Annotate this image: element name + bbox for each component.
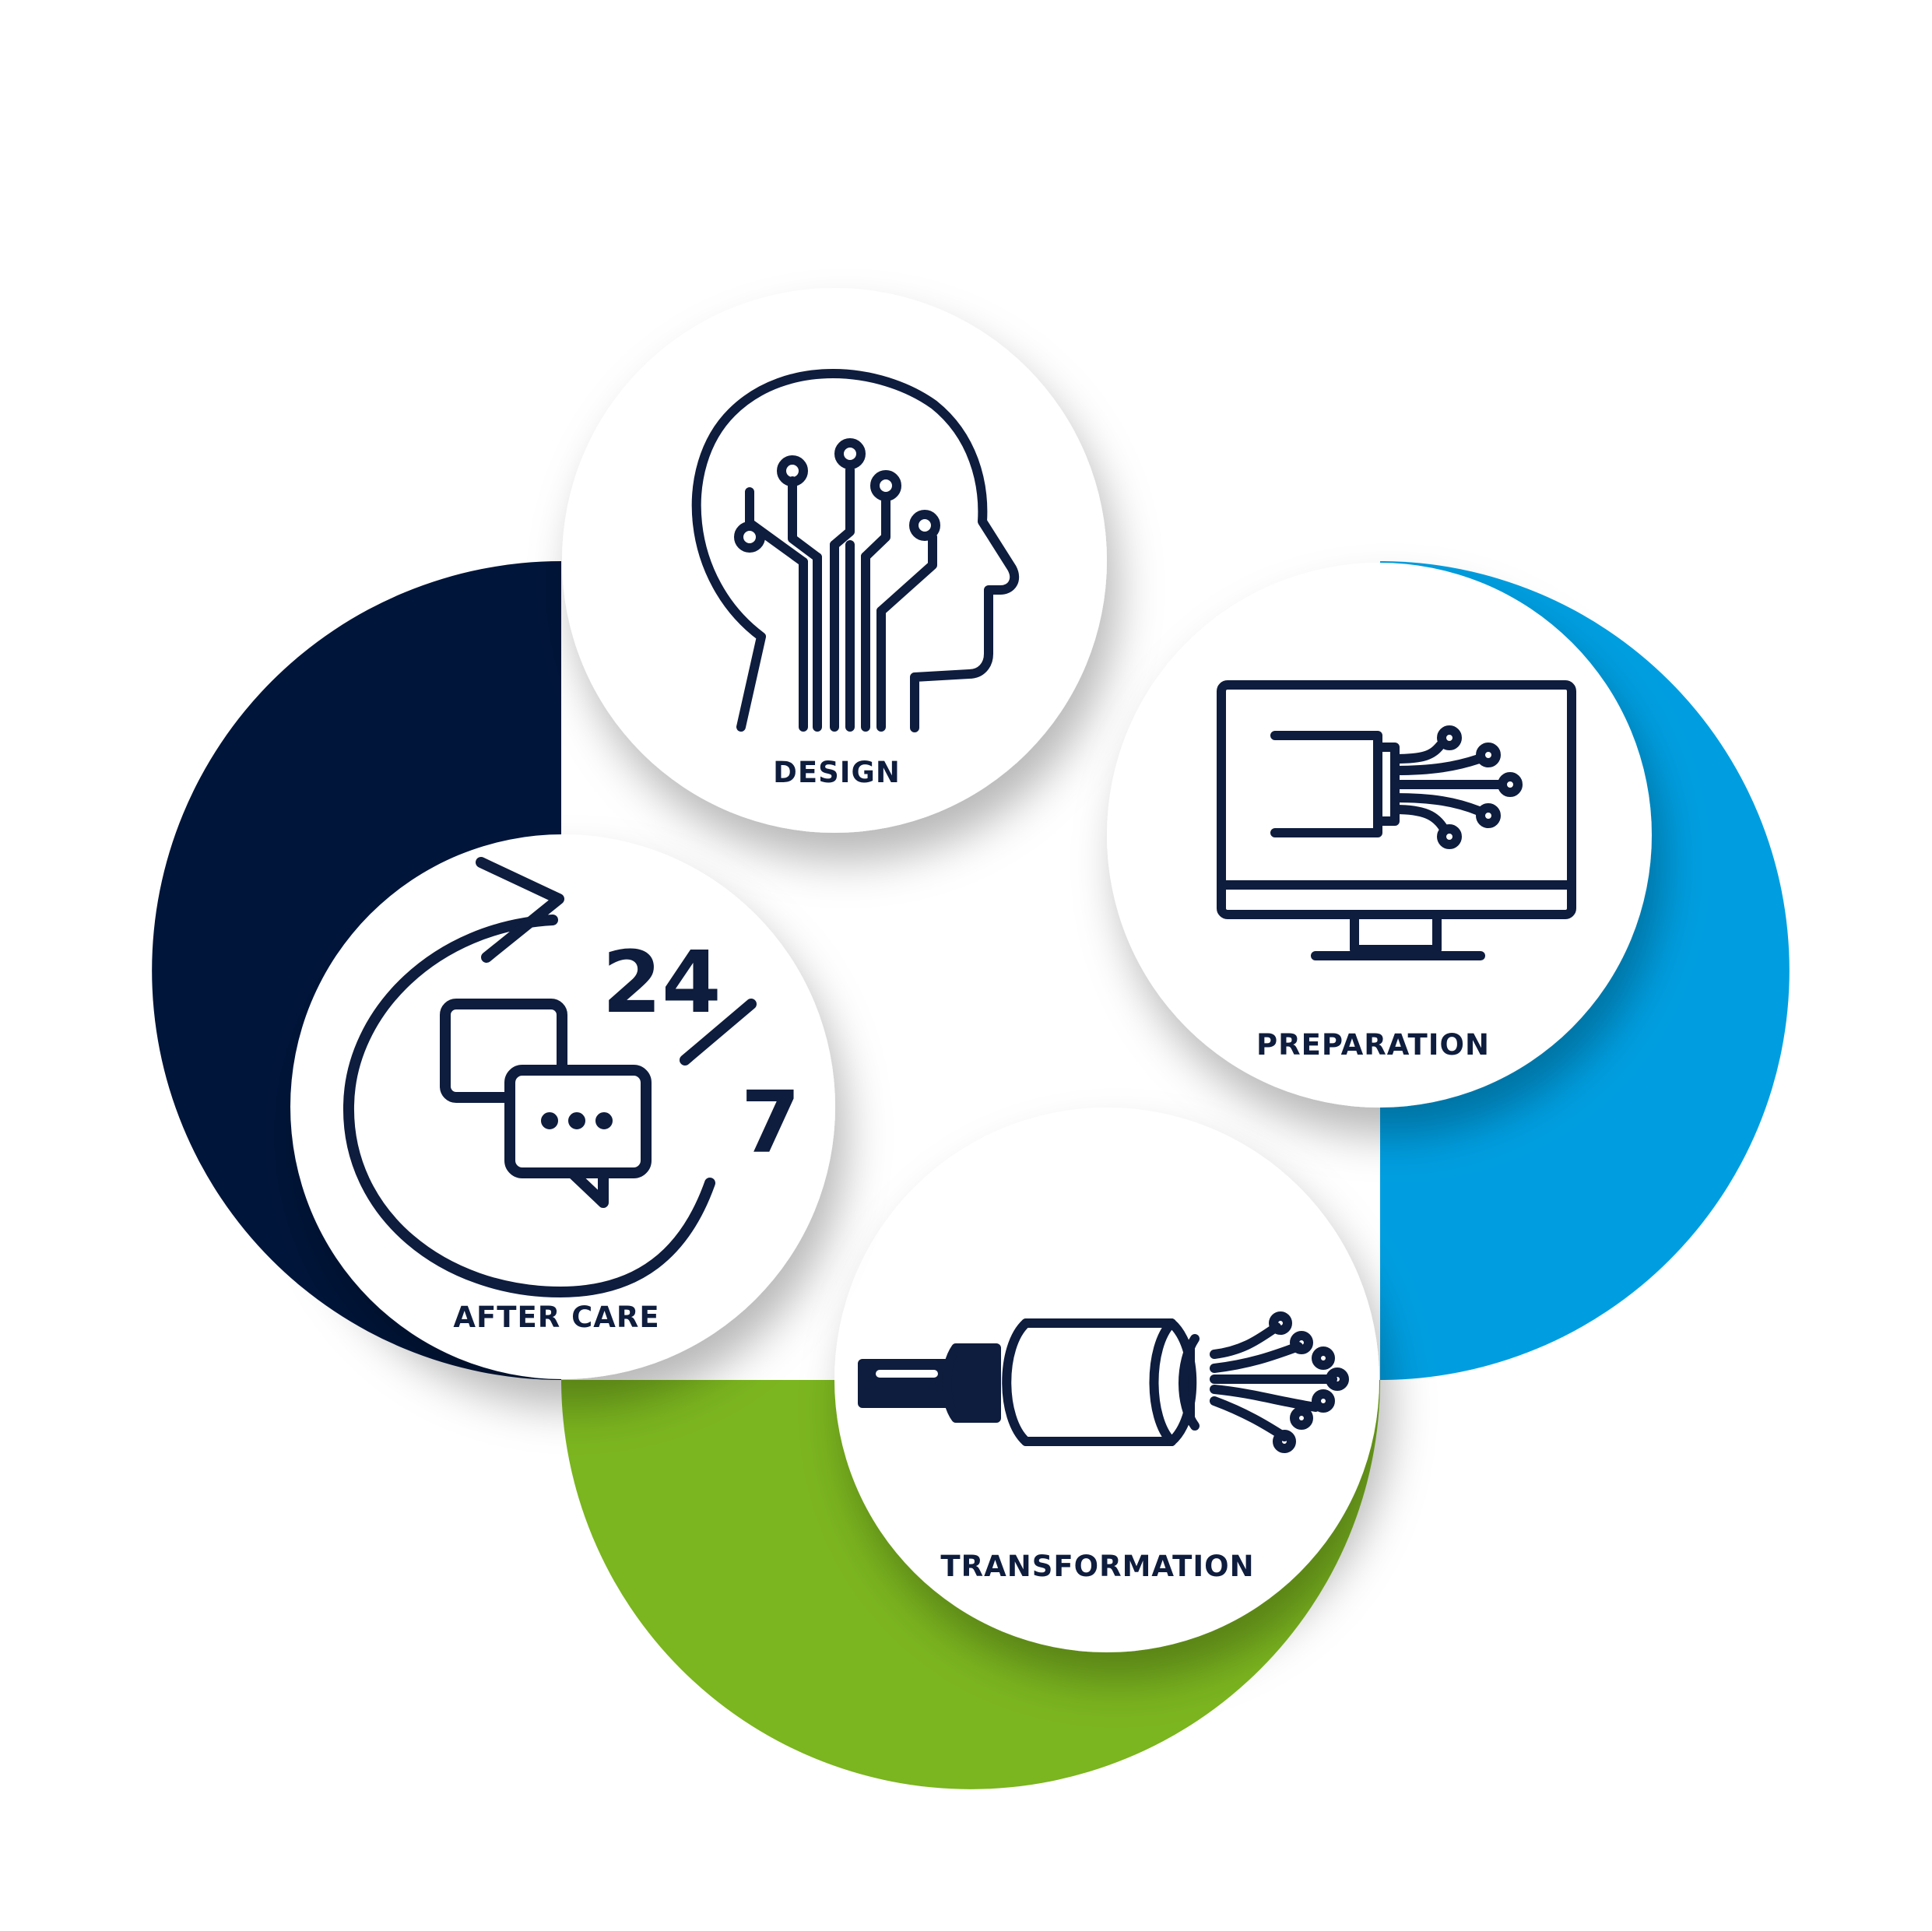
after-care-hours-text: 24 [602, 932, 721, 1032]
stage-label-transformation: TRANSFORMATION [940, 1550, 1254, 1583]
monitor-fiber-icon [1217, 680, 1576, 960]
fiber-cable-icon [858, 1311, 1349, 1453]
stage-label-design: DESIGN [773, 756, 901, 789]
head-circuit-icon [691, 369, 1020, 732]
stage-label-after-care: AFTER CARE [453, 1301, 659, 1334]
stage-label-preparation: PREPARATION [1256, 1028, 1490, 1062]
after-care-days-text: 7 [741, 1073, 801, 1172]
support-24-7-icon [342, 857, 757, 1297]
stage-circle-transformation [834, 1108, 1379, 1652]
